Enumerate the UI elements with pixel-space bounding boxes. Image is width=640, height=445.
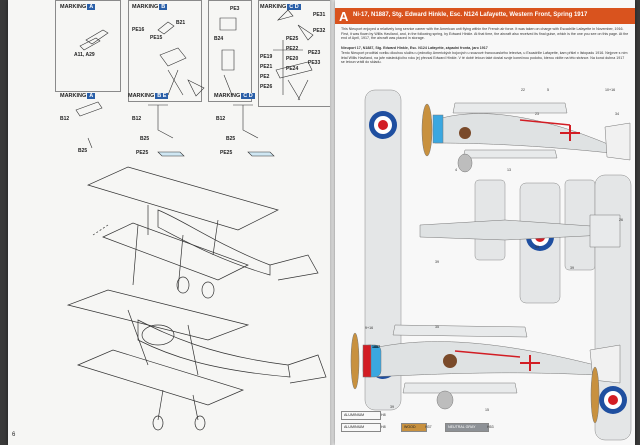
part-label: PE25	[220, 150, 233, 156]
part-label: PE32	[313, 28, 326, 34]
marking-page: A Ni-17, N1887, Stg. Edward Hinkle, Esc.…	[335, 0, 635, 445]
part-label: A11, A29	[74, 52, 95, 58]
callout: 22	[521, 88, 525, 92]
step-box-cd-2	[258, 0, 331, 107]
callout: 5	[547, 88, 549, 92]
paint-swatch-aluminium: ALUMINIUM	[341, 411, 381, 420]
part-label: PE24	[286, 66, 299, 72]
aircraft-code: 1887	[372, 345, 380, 349]
part-label: PE26	[260, 84, 273, 90]
description-cz: Tento Nieuport prodělal vcelku dlouhou s…	[341, 51, 628, 65]
aircraft-diagram	[66, 166, 327, 431]
part-label: PE33	[308, 60, 321, 66]
step-box-b	[128, 0, 202, 102]
callout: 39	[435, 260, 439, 264]
paint-code: H53	[487, 425, 494, 429]
part-label: PE22	[286, 46, 299, 52]
callout: 35	[435, 325, 439, 329]
marking-title-bar: A Ni-17, N1887, Stg. Edward Hinkle, Esc.…	[335, 8, 635, 24]
part-label: PE2	[260, 74, 270, 80]
callout: 39	[570, 266, 574, 270]
callout: 13	[507, 168, 511, 172]
part-label: PE3	[230, 6, 240, 12]
marking-title: Ni-17, N1887, Stg. Edward Hinkle, Esc. N…	[353, 12, 588, 18]
part-label: B25	[78, 148, 88, 154]
marking-letter: A	[339, 9, 349, 24]
part-sketches-mid	[75, 101, 275, 157]
part-label: B24	[214, 36, 224, 42]
callout: 9+16	[365, 326, 374, 330]
step-box-a	[55, 0, 121, 92]
paint-swatch-neutral-gray: NEUTRAL GRAY	[445, 423, 489, 432]
part-label: PE19	[260, 54, 273, 60]
callout: 34	[615, 112, 619, 116]
callout: 39	[390, 405, 394, 409]
part-label: PE16	[132, 27, 145, 33]
part-label: PE31	[313, 12, 326, 18]
part-label: B25	[226, 136, 236, 142]
part-label: PE20	[286, 56, 299, 62]
step-box-cd	[208, 0, 252, 102]
paint-code: H37	[425, 425, 432, 429]
paint-swatch-wood: WOOD	[401, 423, 427, 432]
part-sketches-top	[79, 9, 314, 101]
part-label: PE21	[260, 64, 273, 70]
subtitle-cz: Nieuport 17, N1887, Stg. Edward Hinkle, …	[341, 46, 488, 50]
part-label: B12	[60, 116, 70, 122]
part-label: B12	[132, 116, 142, 122]
page-number: 6	[12, 432, 16, 438]
callout: 39	[535, 245, 539, 249]
callout: 10+16	[605, 88, 616, 92]
part-label: B25	[140, 136, 150, 142]
part-label: PE25	[136, 150, 149, 156]
part-label: PE23	[308, 50, 321, 56]
roundel	[369, 111, 397, 139]
callout: 4	[455, 168, 457, 172]
paint-swatch-aluminium-2: ALUMINIUM	[341, 423, 381, 432]
page-gutter	[330, 0, 338, 445]
callout: 23	[535, 112, 539, 116]
paint-code: H8	[381, 425, 386, 429]
part-label: PE15	[150, 35, 163, 41]
paint-code: H8	[381, 413, 386, 417]
aircraft-profiles	[350, 89, 632, 441]
description-en: This Nieuport enjoyed a relatively long …	[341, 27, 629, 41]
callout: 26	[619, 218, 623, 222]
part-label: B21	[176, 20, 186, 26]
part-label: PE25	[286, 36, 299, 42]
part-label: B12	[216, 116, 226, 122]
callout: 15	[485, 408, 489, 412]
